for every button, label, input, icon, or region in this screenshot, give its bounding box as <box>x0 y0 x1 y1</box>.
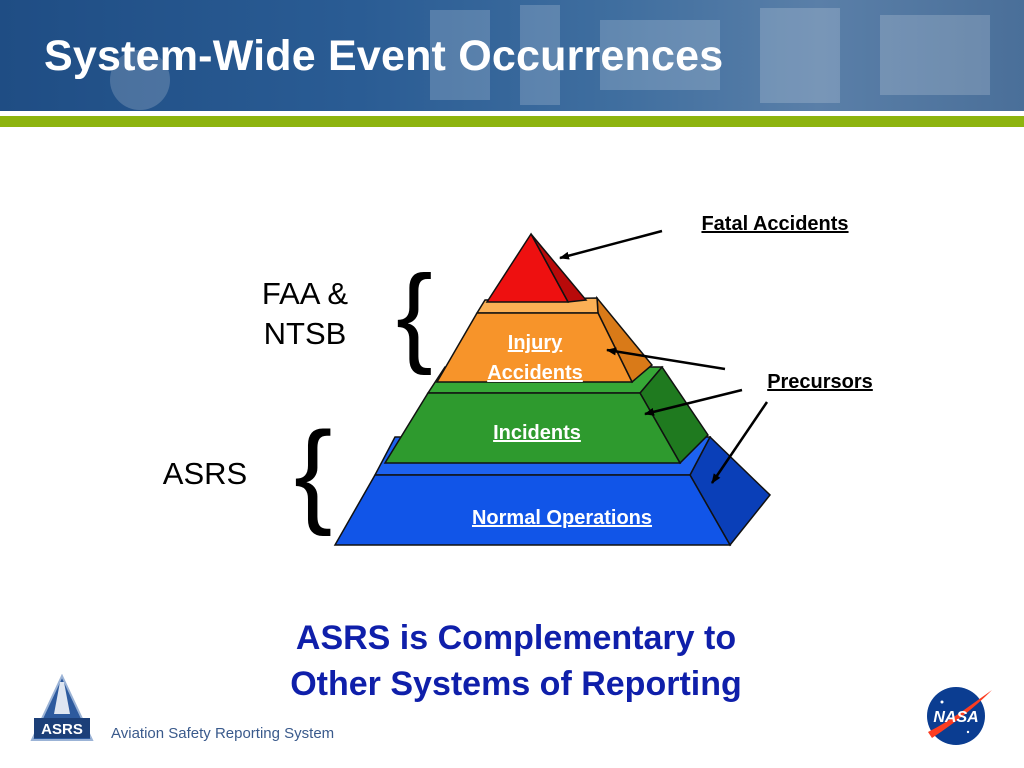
tier-injury-front <box>435 312 634 383</box>
tier-incidents-front <box>383 392 682 464</box>
nasa-logo-star <box>940 700 944 704</box>
tier-injury-accidents: Injury Accidents <box>435 295 654 384</box>
header-divider <box>0 111 1024 116</box>
fatal-arrow <box>559 229 663 260</box>
tier-injury-label-line2: Accidents <box>487 362 583 384</box>
asrs-logo-runway <box>54 682 70 714</box>
asrs-label: ASRS <box>163 456 247 491</box>
tagline: ASRS is Complementary to Other Systems o… <box>216 615 816 707</box>
precursor-arrow-injury <box>606 347 726 371</box>
tier-normal-label: Normal Operations <box>472 507 652 529</box>
tier-normal-front <box>333 474 732 546</box>
tier-fatal-accidents <box>485 232 588 303</box>
precursor-arrow-incidents <box>644 388 743 416</box>
faa-label-line2: NTSB <box>264 316 347 351</box>
precursor-arrow-normal <box>710 401 769 484</box>
asrs-brace: { <box>294 409 332 537</box>
asrs-logo: ASRS <box>30 674 94 741</box>
faa-ntsb-brace: { <box>396 253 433 376</box>
fatal-accidents-callout: Fatal Accidents <box>701 213 848 235</box>
header-texture <box>110 5 990 110</box>
asrs-logo-band <box>34 718 90 738</box>
nasa-logo-swoosh <box>928 690 992 738</box>
faa-label-line1: FAA & <box>262 276 348 311</box>
slide-title: System-Wide Event Occurrences <box>44 32 724 80</box>
accent-bar <box>0 116 1024 127</box>
header-banner: System-Wide Event Occurrences <box>0 0 1024 111</box>
footer-org-name: Aviation Safety Reporting System <box>111 725 335 742</box>
nasa-logo-star-2 <box>966 730 970 734</box>
tagline-line1: ASRS is Complementary to <box>295 619 737 657</box>
tier-injury-label-line1: Injury <box>508 332 563 354</box>
precursors-callout: Precursors <box>767 371 873 393</box>
pyramid-diagram: Normal Operations Incidents Injury Accid… <box>163 213 873 547</box>
nasa-logo-text: NASA <box>933 709 978 726</box>
nasa-logo: NASA <box>927 687 992 745</box>
tier-fatal-front <box>485 232 570 303</box>
asrs-logo-text: ASRS <box>41 721 83 738</box>
tier-incidents-label: Incidents <box>493 422 581 444</box>
tagline-line2: Other Systems of Reporting <box>290 665 742 703</box>
